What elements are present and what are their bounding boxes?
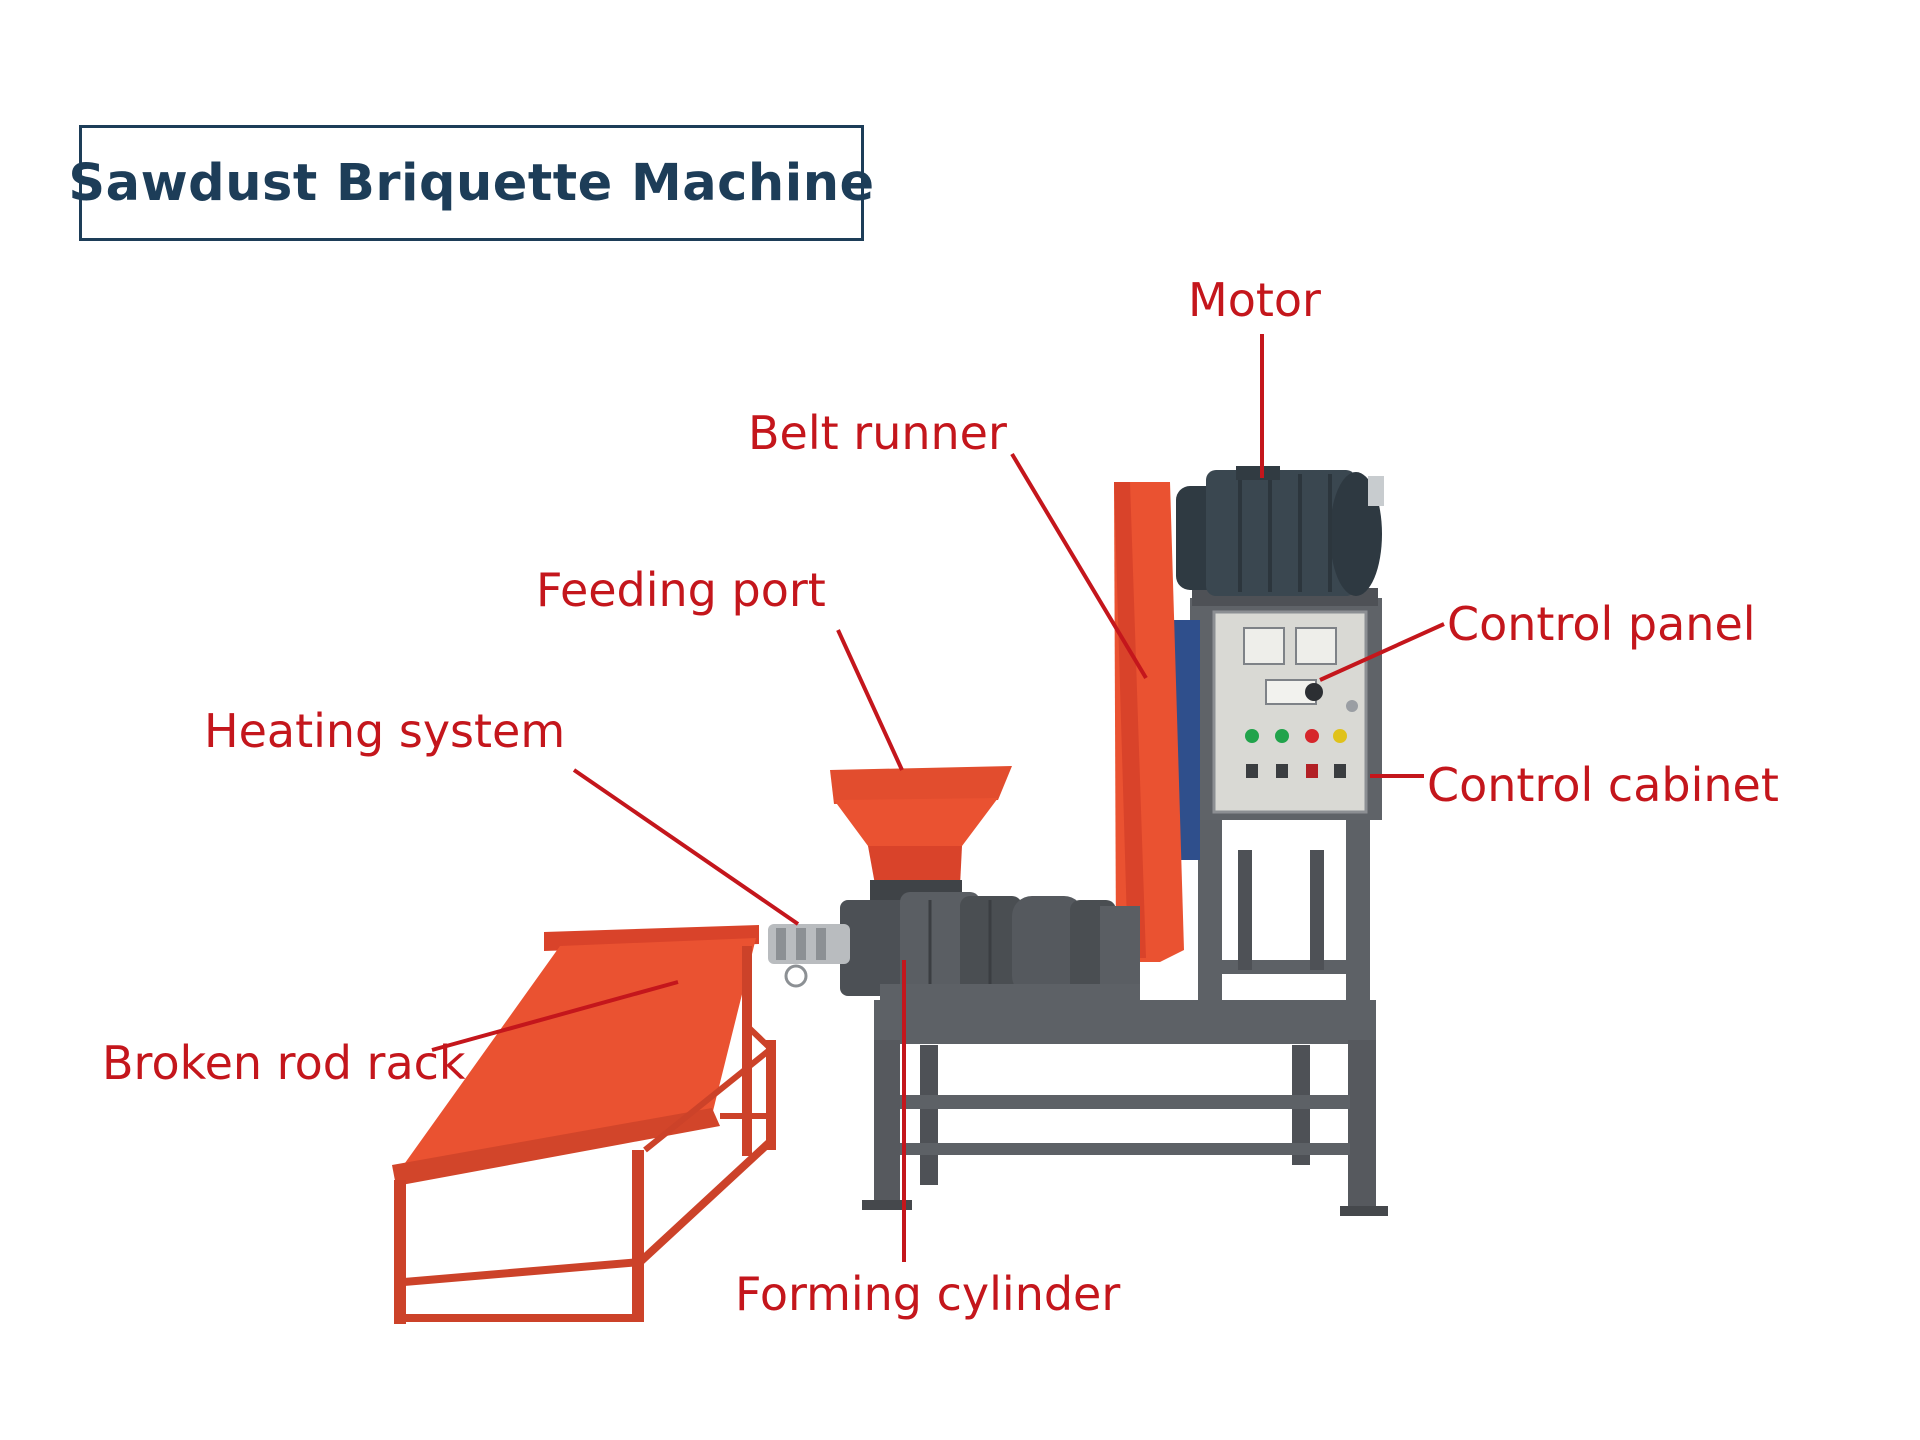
- belt-runner-leader-line: [1010, 452, 1148, 680]
- broken-rod-rack: [392, 925, 776, 1324]
- belt-guard: [1114, 482, 1200, 962]
- diagram-title: Sawdust Briquette Machine: [68, 153, 875, 213]
- motor: [1176, 466, 1384, 606]
- label-control-panel: Control panel: [1447, 597, 1756, 651]
- heating-system: [768, 924, 850, 988]
- feeding-port-leader-line: [836, 629, 904, 771]
- forming-cylinder: [840, 880, 1140, 1006]
- title-box: Sawdust Briquette Machine: [68, 125, 874, 241]
- feeding-hopper: [830, 766, 1012, 890]
- label-feeding-port: Feeding port: [536, 563, 826, 617]
- leader-lines: [431, 334, 1445, 1262]
- control-cabinet: [1190, 598, 1382, 820]
- control-panel-leader-line: [1319, 622, 1445, 682]
- label-belt-runner: Belt runner: [748, 406, 1007, 460]
- label-heating-system: Heating system: [204, 704, 566, 758]
- label-motor: Motor: [1188, 273, 1321, 327]
- label-forming-cylinder: Forming cylinder: [735, 1267, 1121, 1321]
- broken-rod-rack-leader-line: [431, 980, 679, 1052]
- label-control-cabinet: Control cabinet: [1427, 758, 1779, 812]
- machine-frame: [862, 818, 1388, 1216]
- heating-system-leader-line: [572, 768, 800, 926]
- label-broken-rod-rack: Broken rod rack: [102, 1036, 466, 1090]
